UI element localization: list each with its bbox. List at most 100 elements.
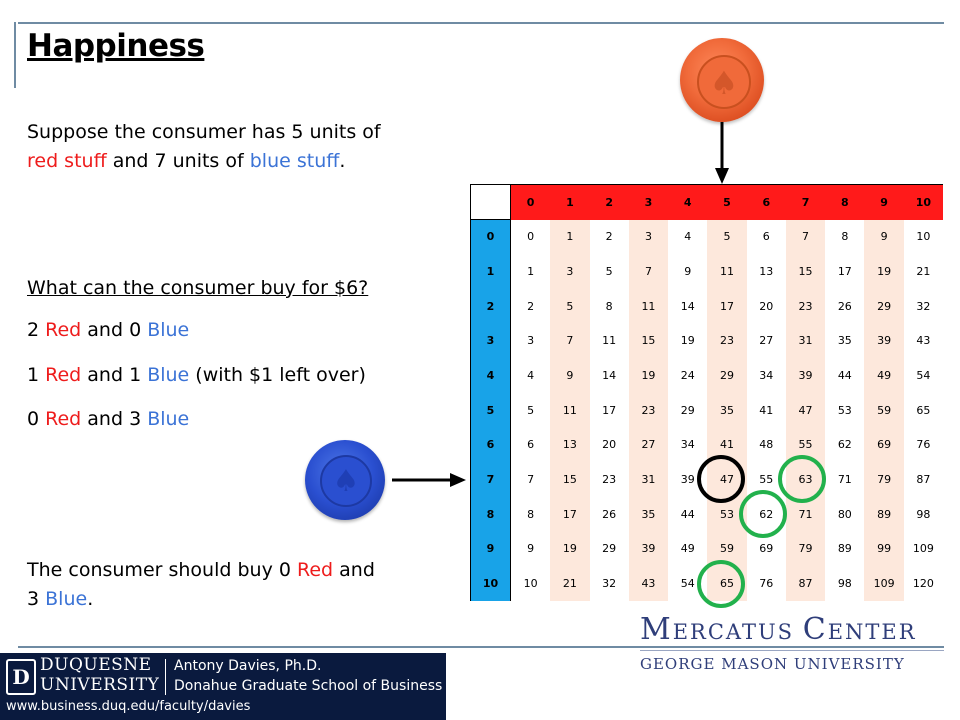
table-cell: 29 xyxy=(668,393,708,428)
blue-stuff-label: blue stuff xyxy=(249,150,340,172)
col-header-red-1: 1 xyxy=(550,185,590,220)
table-cell: 3 xyxy=(550,254,590,289)
table-cell: 20 xyxy=(746,289,786,324)
table-cell: 9 xyxy=(550,358,590,393)
option-3: 0 Red and 3 Blue xyxy=(27,408,190,430)
table-cell: 24 xyxy=(668,358,708,393)
red-arrow-down-icon xyxy=(715,122,729,184)
table-cell: 10 xyxy=(511,566,551,601)
table-cell: 79 xyxy=(864,462,904,497)
table-cell: 5 xyxy=(550,289,590,324)
table-cell: 53 xyxy=(707,497,747,532)
col-header-red-9: 9 xyxy=(864,185,904,220)
table-cell: 59 xyxy=(864,393,904,428)
table-cell: 29 xyxy=(707,358,747,393)
table-cell: 34 xyxy=(746,358,786,393)
table-cell: 4 xyxy=(668,219,708,255)
table-cell: 62 xyxy=(746,497,786,532)
table-cell: 3 xyxy=(511,323,551,359)
table-cell: 32 xyxy=(903,289,943,324)
table-cell: 109 xyxy=(864,566,904,601)
col-header-red-10: 10 xyxy=(903,185,943,220)
table-cell: 80 xyxy=(825,497,865,532)
table-cell: 21 xyxy=(550,566,590,601)
table-cell: 27 xyxy=(746,323,786,359)
table-cell: 31 xyxy=(785,323,826,359)
question-text: What can the consumer buy for $6? xyxy=(27,277,369,299)
table-cell: 11 xyxy=(550,393,590,428)
duquesne-name: DUQUESNE UNIVERSITY xyxy=(40,655,160,695)
table-cell: 10 xyxy=(903,219,943,255)
table-cell: 8 xyxy=(511,497,551,532)
table-cell: 6 xyxy=(746,219,786,255)
table-cell: 98 xyxy=(903,497,943,532)
table-cell: 15 xyxy=(628,323,669,359)
table-cell: 47 xyxy=(707,462,747,497)
row-header-blue-0: 0 xyxy=(471,219,511,255)
table-cell: 11 xyxy=(628,289,669,324)
table-cell: 20 xyxy=(589,427,629,463)
row-header-blue-8: 8 xyxy=(471,497,511,532)
table-cell: 11 xyxy=(707,254,747,289)
mercatus-subtitle: GEORGE MASON UNIVERSITY xyxy=(640,655,905,673)
row-header-blue-5: 5 xyxy=(471,393,511,428)
col-header-red-0: 0 xyxy=(511,185,551,220)
table-cell: 21 xyxy=(903,254,943,289)
table-cell: 54 xyxy=(903,358,943,393)
table-cell: 8 xyxy=(589,289,629,324)
intro-text: Suppose the consumer has 5 units of red … xyxy=(27,118,381,176)
table-cell: 17 xyxy=(550,497,590,532)
mercatus-name: MERCATUS CENTER xyxy=(640,612,917,647)
table-cell: 23 xyxy=(628,393,669,428)
table-cell: 7 xyxy=(628,254,669,289)
duquesne-footer: D DUQUESNE UNIVERSITY Antony Davies, Ph.… xyxy=(0,653,446,720)
col-header-red-8: 8 xyxy=(825,185,865,220)
table-cell: 65 xyxy=(707,566,747,601)
option-1: 2 Red and 0 Blue xyxy=(27,319,190,341)
table-cell: 69 xyxy=(746,531,786,567)
frame-left-line xyxy=(14,22,16,88)
table-cell: 1 xyxy=(550,219,590,255)
table-cell: 48 xyxy=(746,427,786,463)
table-cell: 27 xyxy=(628,427,669,463)
table-cell: 23 xyxy=(785,289,826,324)
mercatus-divider xyxy=(640,650,944,651)
table-cell: 35 xyxy=(628,497,669,532)
table-cell: 47 xyxy=(785,393,826,428)
table-cell: 62 xyxy=(825,427,865,463)
table-cell: 15 xyxy=(550,462,590,497)
table-cell: 44 xyxy=(668,497,708,532)
table-cell: 76 xyxy=(746,566,786,601)
table-cell: 43 xyxy=(903,323,943,359)
table-cell: 26 xyxy=(589,497,629,532)
table-cell: 29 xyxy=(589,531,629,567)
table-cell: 13 xyxy=(746,254,786,289)
table-cell: 41 xyxy=(746,393,786,428)
table-cell: 69 xyxy=(864,427,904,463)
presenter-info: Antony Davies, Ph.D. Donahue Graduate Sc… xyxy=(174,658,443,694)
table-cell: 29 xyxy=(864,289,904,324)
table-cell: 9 xyxy=(864,219,904,255)
table-cell: 14 xyxy=(668,289,708,324)
table-cell: 39 xyxy=(668,462,708,497)
table-cell: 53 xyxy=(825,393,865,428)
table-cell: 4 xyxy=(511,358,551,393)
table-cell: 19 xyxy=(550,531,590,567)
table-cell: 55 xyxy=(785,427,826,463)
table-cell: 32 xyxy=(589,566,629,601)
table-cell: 39 xyxy=(864,323,904,359)
red-poker-chip-icon: ♠ xyxy=(680,38,764,122)
table-cell: 5 xyxy=(511,393,551,428)
table-cell: 2 xyxy=(589,219,629,255)
row-header-blue-1: 1 xyxy=(471,254,511,289)
row-header-blue-4: 4 xyxy=(471,358,511,393)
table-cell: 5 xyxy=(707,219,747,255)
table-cell: 54 xyxy=(668,566,708,601)
row-header-blue-6: 6 xyxy=(471,427,511,463)
duquesne-divider xyxy=(165,659,166,695)
intro-line-1: Suppose the consumer has 5 units of xyxy=(27,121,381,143)
table-cell: 19 xyxy=(668,323,708,359)
row-header-blue-9: 9 xyxy=(471,531,511,567)
